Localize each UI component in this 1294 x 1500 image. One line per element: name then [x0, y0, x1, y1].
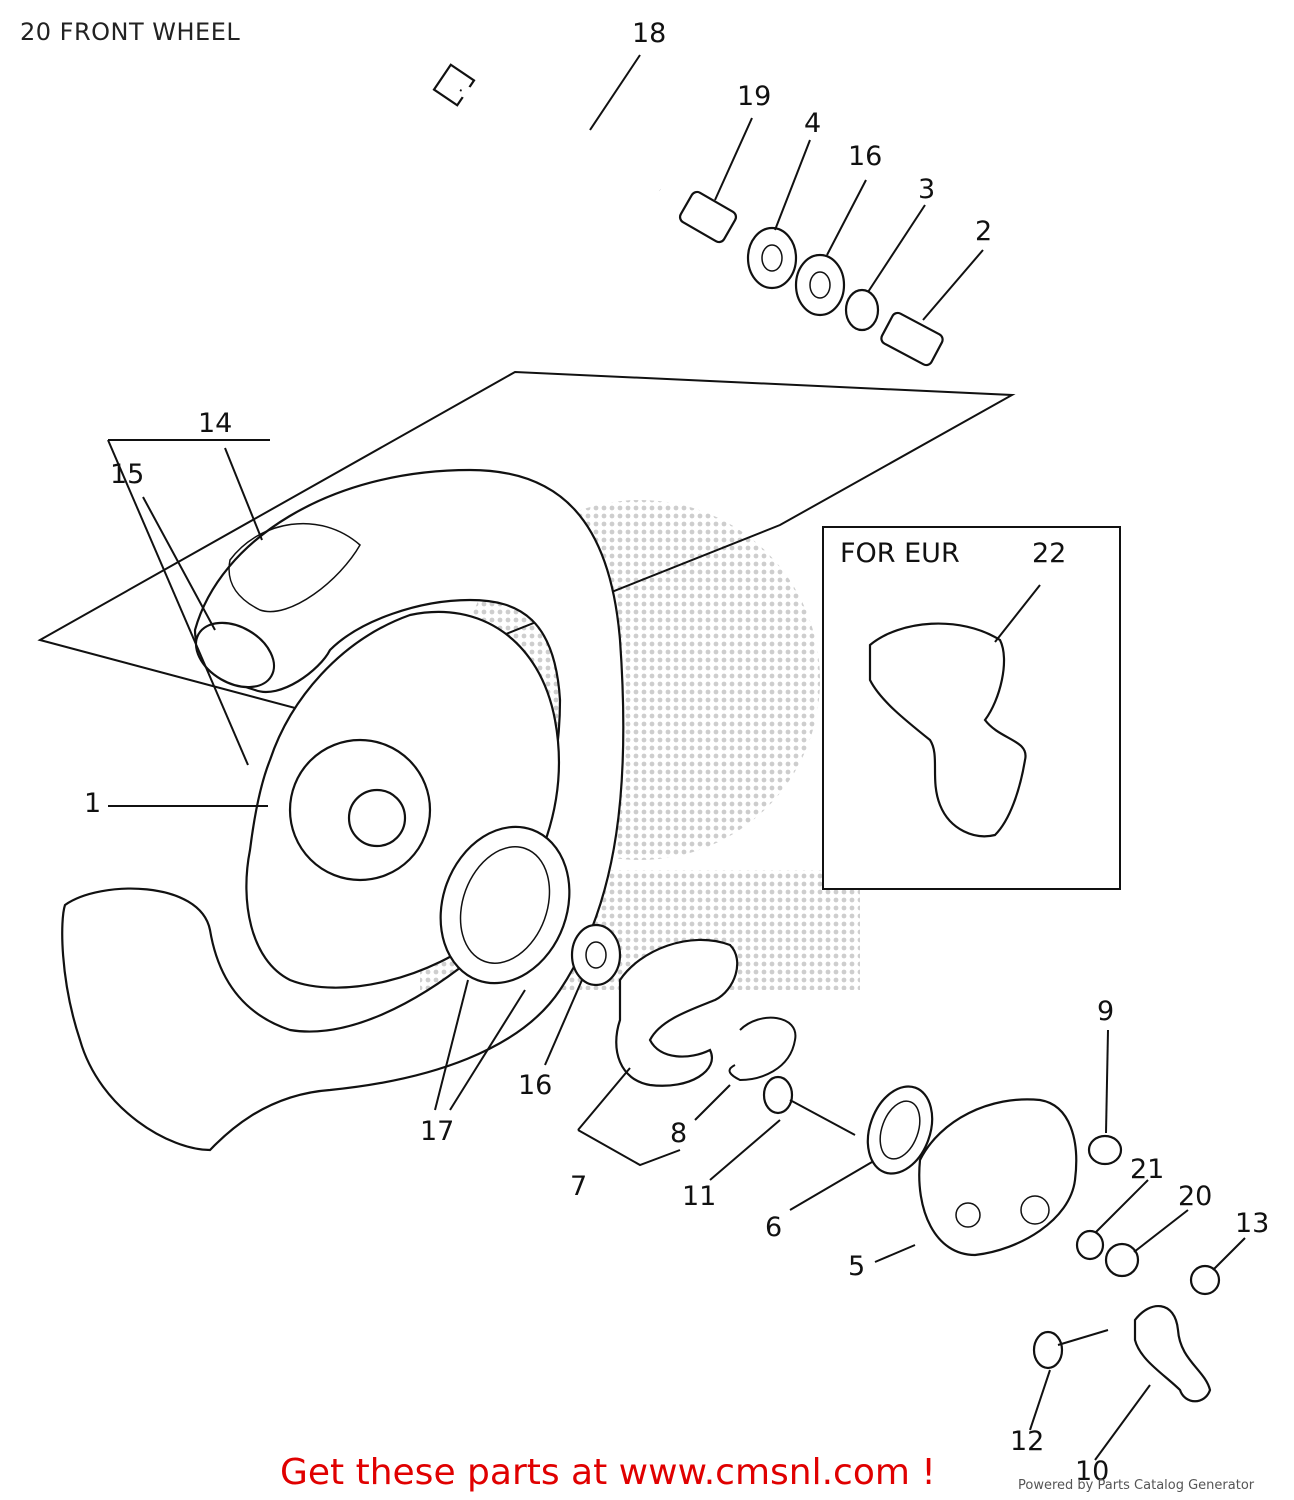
bearing-part-16-lower: [570, 923, 622, 987]
bolt-part-12: [1032, 1329, 1109, 1370]
callout-15: 15: [110, 459, 144, 490]
leader-13: [1212, 1237, 1246, 1271]
callout-10: 10: [1075, 1456, 1109, 1487]
nut-part-13: [1189, 1264, 1221, 1296]
credit-text: Powered by Parts Catalog Generator: [1018, 1478, 1255, 1493]
leader-12: [1029, 1369, 1051, 1431]
callout-9: 9: [1097, 996, 1114, 1027]
guard-part-22: [868, 622, 1027, 838]
leader-18: [589, 54, 641, 131]
leader-16: [826, 179, 867, 256]
callout-18: 18: [632, 18, 666, 49]
leader-19: [714, 117, 753, 201]
brake-shoe-part-7: [615, 938, 739, 1087]
bearing-part-4: [746, 226, 798, 290]
region-for-eur-label: FOR EUR: [840, 538, 960, 569]
spacer-part-19: [678, 190, 738, 244]
leader-6: [789, 1161, 873, 1211]
diagram-title: 20 FRONT WHEEL: [20, 18, 241, 46]
leader-lines: [107, 54, 1246, 1461]
leader-16-lower: [544, 979, 583, 1066]
callout-5: 5: [848, 1251, 865, 1282]
leader-5: [874, 1244, 916, 1263]
leader-22: [994, 584, 1041, 643]
nut-part-20: [1104, 1242, 1140, 1278]
axle-part-18: [432, 63, 663, 196]
leader-20: [1133, 1209, 1189, 1253]
callout-7: 7: [570, 1171, 587, 1202]
callout-22: 22: [1032, 538, 1066, 569]
region-for-eur: FOR EUR: [822, 526, 1121, 890]
leader-7b: [577, 1129, 681, 1167]
leader-9: [1105, 1029, 1109, 1134]
promo-link[interactable]: Get these parts at www.cmsnl.com !: [280, 1452, 936, 1493]
callouts: 18 19 4 16 3 2 14 15 22 1 9 16 17 8 21 7…: [84, 18, 1269, 1487]
leader-14: [224, 447, 263, 541]
leader-3: [867, 204, 926, 293]
bearing-part-16-upper: [794, 253, 846, 317]
washer-part-21: [1075, 1229, 1105, 1261]
callout-1: 1: [84, 788, 101, 819]
assembly-frame: [37, 370, 1016, 714]
leader-21: [1095, 1179, 1149, 1233]
leader-4: [774, 139, 811, 231]
callout-14: 14: [198, 408, 232, 439]
camshaft-part-11: [762, 1075, 856, 1136]
callout-17: 17: [420, 1116, 454, 1147]
callout-4: 4: [804, 108, 821, 139]
callout-2: 2: [975, 216, 992, 247]
leader-7a: [577, 1067, 631, 1131]
leader-2: [922, 249, 984, 321]
oil-seal-part-17: [439, 825, 571, 985]
leader-10: [1094, 1384, 1151, 1461]
callout-20: 20: [1178, 1181, 1212, 1212]
collar-part-3: [844, 288, 880, 332]
brake-plate-part-5: [918, 1098, 1078, 1257]
callout-6: 6: [765, 1212, 782, 1243]
callout-8: 8: [670, 1118, 687, 1149]
callout-19: 19: [737, 81, 771, 112]
leader-1: [107, 439, 249, 766]
callout-13: 13: [1235, 1208, 1269, 1239]
oil-seal-part-6: [866, 1085, 934, 1175]
callout-16-upper: 16: [848, 141, 882, 172]
spacer-part-2: [880, 311, 944, 367]
leader-17a: [434, 979, 469, 1111]
callout-3: 3: [918, 174, 935, 205]
callout-21: 21: [1130, 1154, 1164, 1185]
leader-15: [142, 496, 216, 631]
callout-16-lower: 16: [518, 1070, 552, 1101]
callout-11: 11: [682, 1181, 716, 1212]
nut-part-9: [1087, 1134, 1123, 1166]
valve-part-15: [194, 621, 276, 689]
spring-part-8: [728, 1016, 797, 1082]
leader-17b: [449, 989, 526, 1111]
leader-11: [709, 1119, 781, 1181]
callout-12: 12: [1010, 1426, 1044, 1457]
leader-8: [694, 1084, 731, 1121]
lever-part-10: [1133, 1304, 1212, 1403]
